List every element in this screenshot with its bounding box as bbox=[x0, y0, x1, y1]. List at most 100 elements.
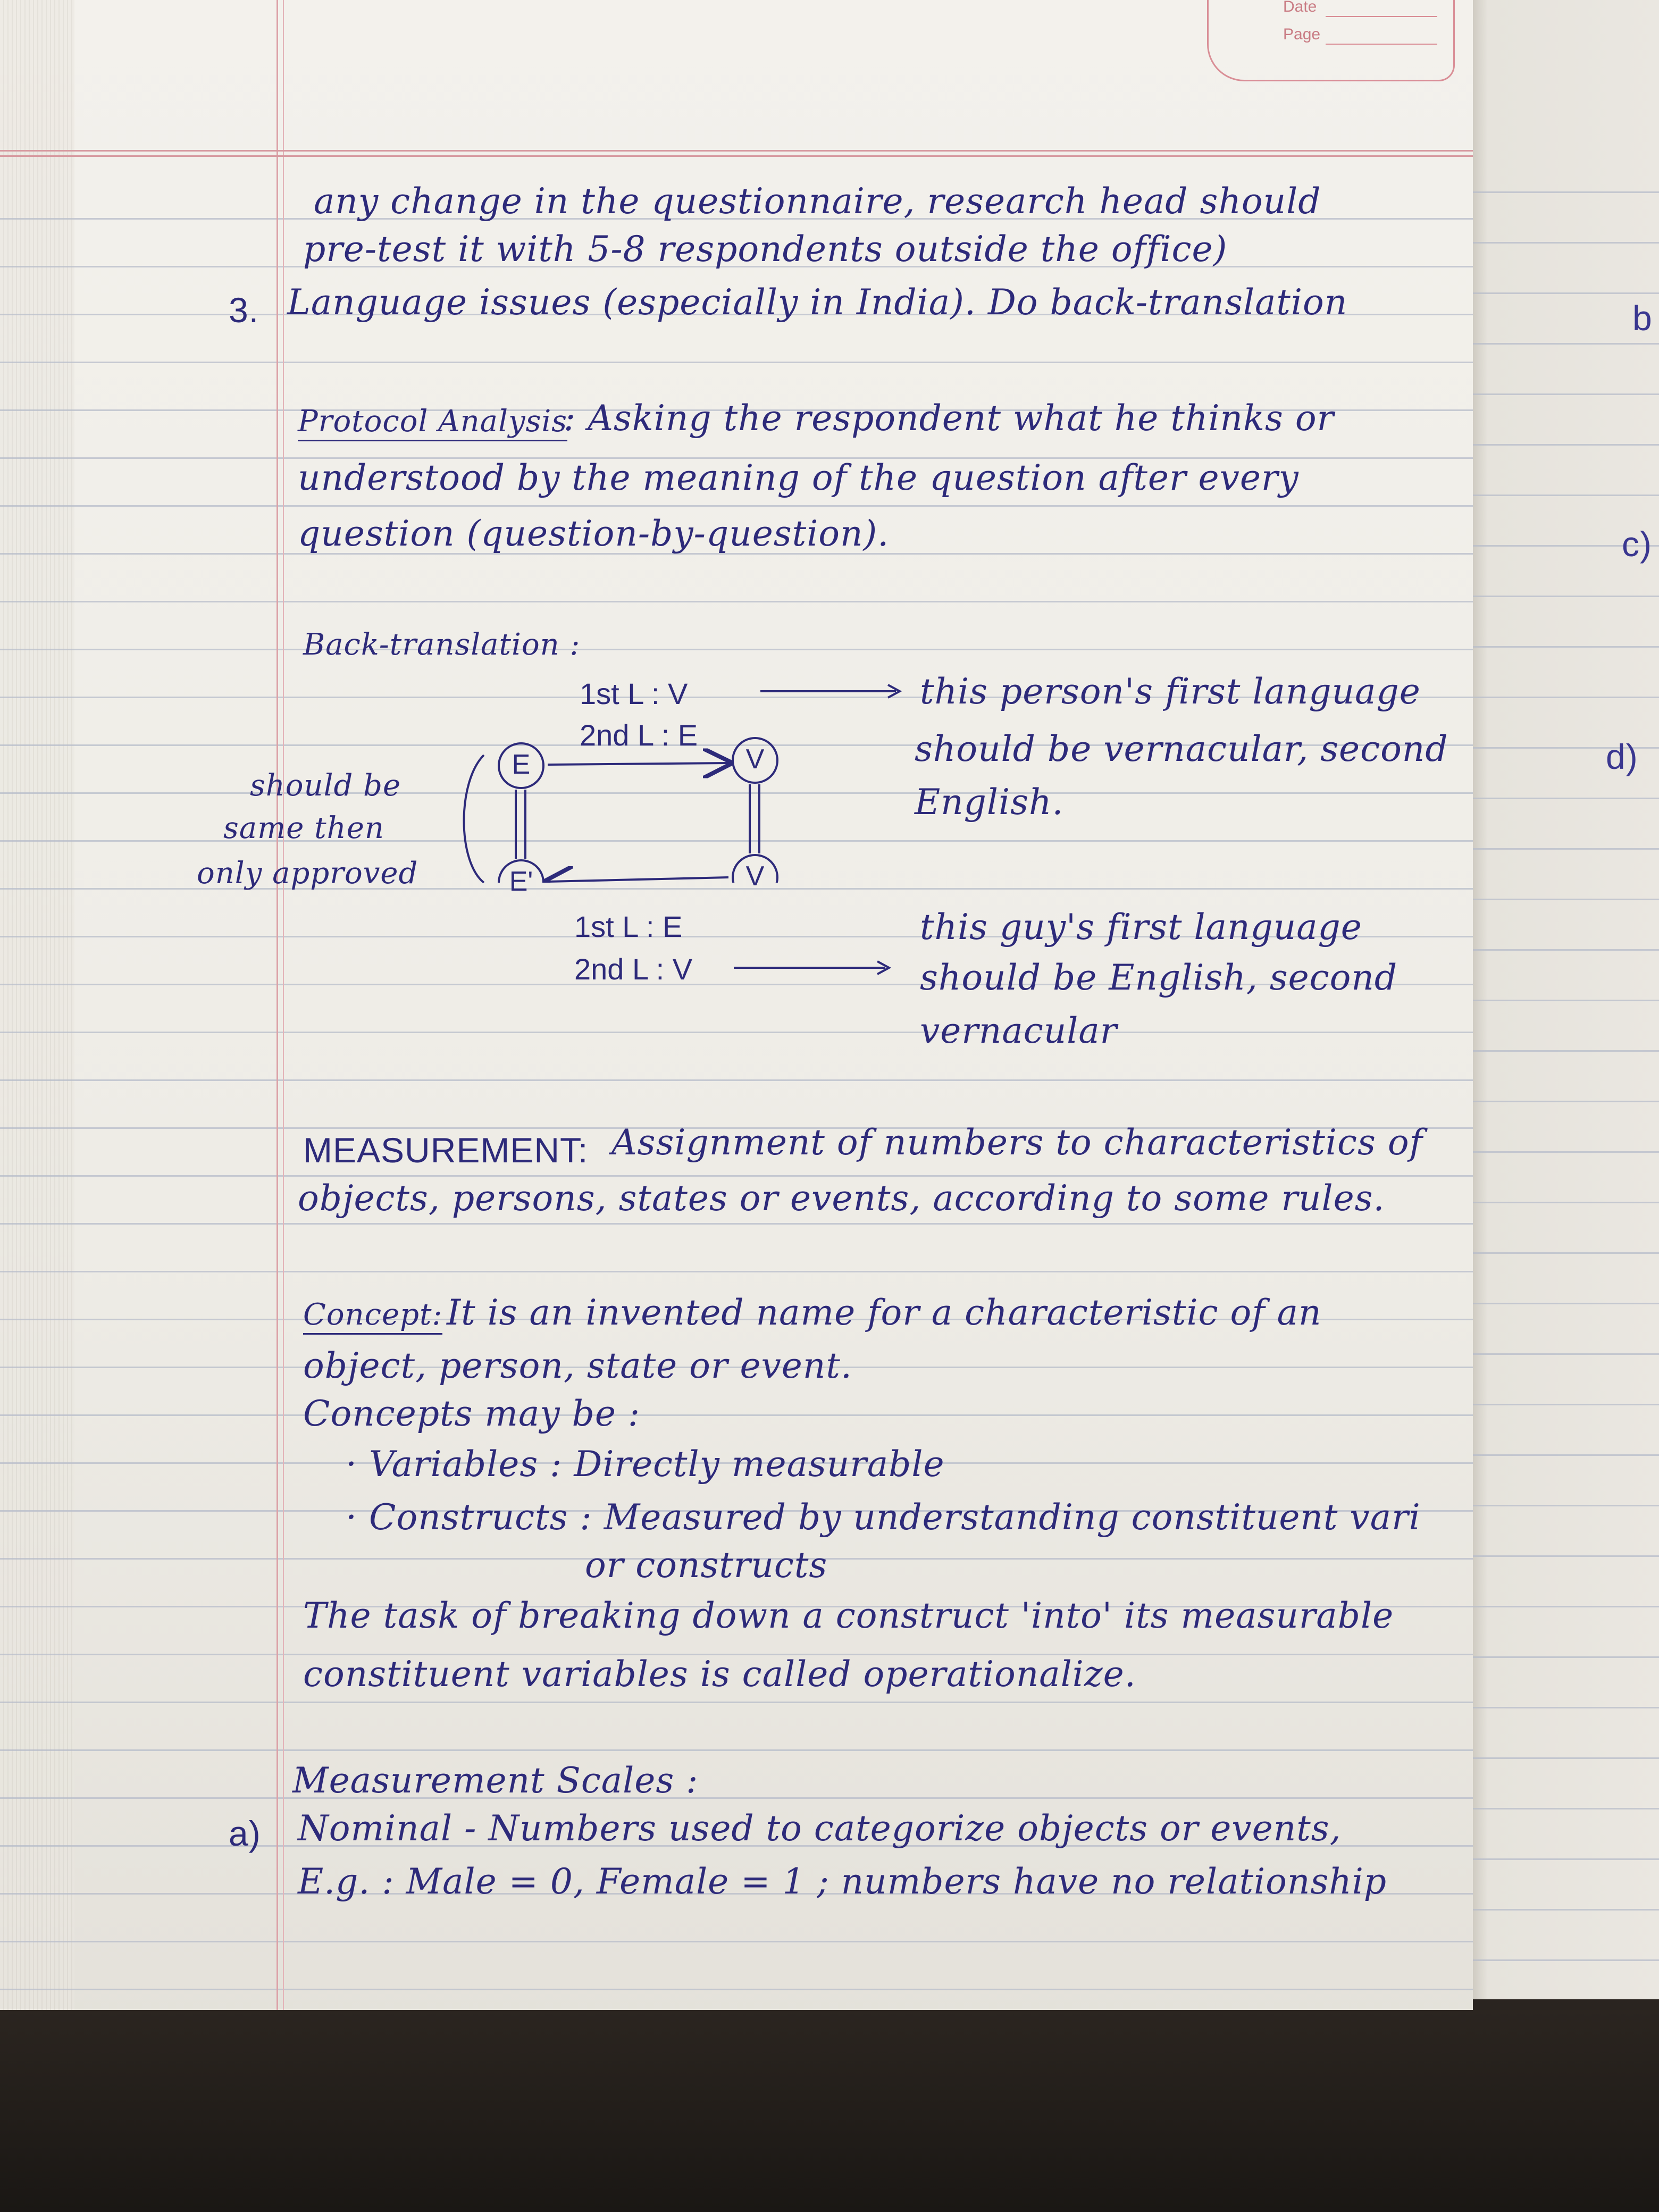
ruled-line bbox=[0, 1319, 1473, 1320]
back-translation-diagram: E V V E' bbox=[181, 659, 925, 897]
ruled-line bbox=[0, 1941, 1473, 1942]
bottom-pointer-arrow bbox=[734, 960, 892, 975]
arrow-v-to-e bbox=[548, 877, 729, 882]
ruled-line bbox=[0, 266, 1473, 267]
ruled-line bbox=[0, 1845, 1473, 1847]
note-line-3: Language issues (especially in India). D… bbox=[287, 282, 1348, 323]
top-pointer-arrow bbox=[760, 684, 902, 699]
diagram-svg bbox=[463, 737, 778, 883]
margin-line-inner bbox=[283, 0, 284, 2047]
side-note-2: same then bbox=[223, 811, 384, 845]
ruled-line bbox=[0, 1462, 1473, 1464]
bottom-note-1: this guy's first language bbox=[920, 907, 1362, 948]
ruled-line bbox=[0, 1749, 1473, 1751]
facing-ruled-line bbox=[1473, 848, 1659, 850]
list-marker-a: a) bbox=[229, 1814, 261, 1853]
bottom-note-3: vernacular bbox=[920, 1010, 1118, 1051]
facing-ruled-line bbox=[1473, 1757, 1659, 1759]
facing-ruled-line bbox=[1473, 1404, 1659, 1405]
facing-ruled-line bbox=[1473, 646, 1659, 648]
node-e2-circle bbox=[498, 859, 544, 883]
protocol-line-3: question (question-by-question). bbox=[298, 513, 890, 554]
side-note-3: only approved bbox=[197, 856, 418, 891]
note-line-1: any change in the questionnaire, researc… bbox=[314, 181, 1321, 222]
ruled-line bbox=[0, 1702, 1473, 1703]
facing-ruled-line bbox=[1473, 1454, 1659, 1456]
back-translation-heading: Back-translation : bbox=[303, 627, 581, 662]
facing-ruled-line bbox=[1473, 1252, 1659, 1254]
facing-ruled-line bbox=[1473, 393, 1659, 395]
facing-ruled-line bbox=[1473, 1606, 1659, 1607]
top-first-language: 1st L : V bbox=[580, 677, 688, 710]
facing-marker-d: d) bbox=[1606, 737, 1638, 776]
ruled-line bbox=[0, 505, 1473, 507]
protocol-heading: Protocol Analysis bbox=[298, 404, 567, 441]
ruled-line bbox=[0, 1367, 1473, 1368]
top-note-1: this person's first language bbox=[920, 671, 1421, 712]
ruled-line bbox=[0, 362, 1473, 363]
ruled-line bbox=[0, 1079, 1473, 1081]
ruled-line bbox=[0, 840, 1473, 842]
node-v2-label: V bbox=[745, 861, 765, 892]
node-e-circle bbox=[498, 742, 544, 789]
ruled-line bbox=[0, 1989, 1473, 1990]
facing-ruled-line bbox=[1473, 949, 1659, 951]
protocol-line-2: understood by the meaning of the questio… bbox=[298, 457, 1299, 498]
ruled-line bbox=[0, 1893, 1473, 1895]
side-note-1: should be bbox=[250, 768, 401, 803]
top-note-3: English. bbox=[915, 782, 1064, 823]
measurement-heading: MEASUREMENT: bbox=[303, 1130, 589, 1170]
protocol-line-1: : Asking the respondent what he thinks o… bbox=[564, 398, 1335, 439]
facing-ruled-line bbox=[1473, 1707, 1659, 1708]
ruled-line bbox=[0, 697, 1473, 698]
ruled-line bbox=[0, 792, 1473, 794]
ruled-line bbox=[0, 1797, 1473, 1799]
ruled-line bbox=[0, 1558, 1473, 1560]
page-line bbox=[1326, 44, 1437, 45]
facing-ruled-line bbox=[1473, 798, 1659, 799]
facing-ruled-line bbox=[1473, 1202, 1659, 1203]
top-rule-2 bbox=[0, 155, 1473, 157]
concept-bullet-variables: · Variables : Directly measurable bbox=[346, 1444, 945, 1485]
facing-ruled-line bbox=[1473, 545, 1659, 547]
ruled-line bbox=[0, 553, 1473, 555]
ruled-line bbox=[0, 1414, 1473, 1416]
node-v2-circle bbox=[732, 854, 778, 883]
facing-ruled-line bbox=[1473, 747, 1659, 749]
facing-ruled-line bbox=[1473, 1909, 1659, 1911]
facing-ruled-line bbox=[1473, 343, 1659, 345]
task-line-2: constituent variables is called operatio… bbox=[303, 1654, 1136, 1695]
node-e-label: E bbox=[512, 749, 531, 780]
ruled-line bbox=[0, 1654, 1473, 1655]
facing-marker-c: c) bbox=[1622, 524, 1652, 564]
facing-ruled-line bbox=[1473, 444, 1659, 446]
facing-ruled-line bbox=[1473, 1303, 1659, 1304]
top-second-language: 2nd L : E bbox=[580, 718, 698, 752]
bottom-first-language: 1st L : E bbox=[574, 910, 683, 943]
facing-ruled-line bbox=[1473, 495, 1659, 496]
ruled-line bbox=[0, 601, 1473, 602]
facing-ruled-line bbox=[1473, 1050, 1659, 1052]
facing-ruled-line bbox=[1473, 242, 1659, 244]
list-number-3: 3. bbox=[229, 290, 259, 330]
date-label: Date bbox=[1283, 0, 1317, 15]
facing-ruled-line bbox=[1473, 1101, 1659, 1102]
measurement-line-1: Assignment of numbers to characteristics… bbox=[611, 1122, 1423, 1163]
facing-page: b c) d) bbox=[1473, 0, 1659, 1999]
bottom-note-2: should be English, second bbox=[920, 957, 1398, 998]
ruled-line bbox=[0, 409, 1473, 411]
ruled-line bbox=[0, 1606, 1473, 1607]
facing-ruled-line bbox=[1473, 1808, 1659, 1809]
concept-heading: Concept: bbox=[303, 1297, 443, 1335]
facing-ruled-line bbox=[1473, 191, 1659, 193]
facing-ruled-line bbox=[1473, 1505, 1659, 1506]
nominal-line-2: E.g. : Male = 0, Female = 1 ; numbers ha… bbox=[298, 1861, 1387, 1902]
ruled-line bbox=[0, 984, 1473, 985]
facing-marker-b: b bbox=[1632, 298, 1653, 338]
facing-ruled-line bbox=[1473, 596, 1659, 597]
ruled-line bbox=[0, 888, 1473, 890]
ruled-line bbox=[0, 936, 1473, 937]
facing-ruled-line bbox=[1473, 1959, 1659, 1961]
date-page-stamp: Date Page bbox=[1207, 0, 1455, 81]
ruled-line bbox=[0, 744, 1473, 746]
